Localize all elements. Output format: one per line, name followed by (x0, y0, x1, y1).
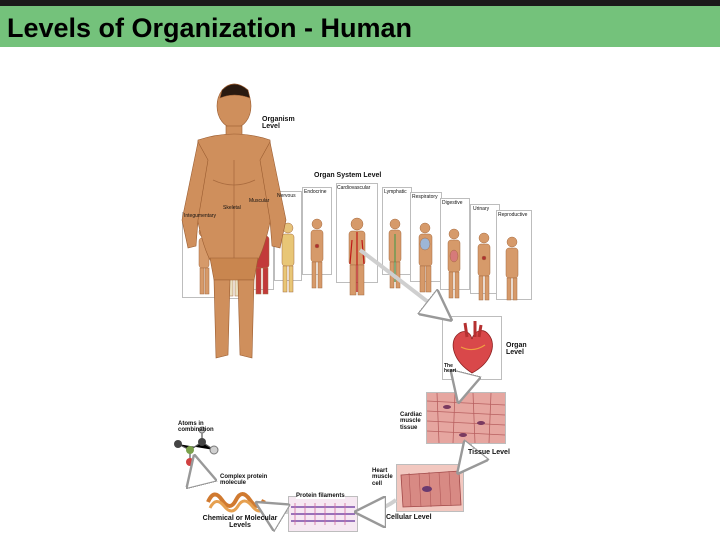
title-bar: Levels of Organization - Human (0, 0, 720, 47)
atoms-caption: Atoms in combination (178, 421, 214, 434)
figure-reproductive (505, 236, 519, 301)
cardiac-tissue-caption: Cardiac muscle tissue (400, 412, 423, 431)
figure-urinary (477, 232, 491, 301)
figure-cardiovascular (348, 217, 366, 296)
protein-filaments-illustration (289, 497, 357, 531)
slide-title: Levels of Organization - Human (7, 13, 413, 43)
cell-panel (396, 464, 464, 512)
organ-level-label: Organ Level (506, 342, 527, 357)
protein-filaments-caption: Protein filaments (296, 493, 345, 500)
system-label-respiratory: Respiratory (412, 194, 438, 200)
arrow-molecule-to-atoms (196, 462, 210, 480)
organ-system-level-label: Organ System Level (314, 172, 382, 179)
system-label-nervous: Nervous (277, 193, 296, 199)
system-label-digestive: Digestive (442, 200, 463, 206)
system-label-urinary: Urinary (473, 206, 490, 212)
figure-nervous (281, 222, 295, 293)
chemical-level-label: Chemical or Molecular Levels (202, 515, 278, 530)
tissue-level-label: Tissue Level (468, 449, 510, 456)
system-label-endocrine: Endocrine (304, 189, 327, 195)
heart-muscle-cell-caption: Heart muscle cell (372, 468, 393, 487)
cellular-level-label: Cellular Level (386, 514, 432, 521)
organism-figure (181, 83, 287, 359)
figure-endocrine (310, 218, 324, 289)
organism-level-label: Organism Level (262, 116, 295, 131)
system-label-integumentary: Integumentary (184, 213, 216, 219)
system-label-reproductive: Reproductive (498, 212, 528, 218)
complex-protein-caption: Complex protein molecule (220, 474, 268, 487)
muscle-cell-illustration (397, 465, 463, 511)
cardiac-tissue-illustration (426, 392, 506, 444)
figure-respiratory (418, 222, 433, 293)
heart-illustration (452, 321, 493, 374)
system-label-lymphatic: Lymphatic (384, 189, 407, 195)
system-label-cardiovascular: Cardiovascular (337, 185, 371, 191)
arrow-organ-to-tissue (460, 380, 472, 396)
arrow-protein-to-molecule (262, 506, 288, 512)
heart-caption: The heart (444, 363, 457, 375)
arrow-cell-to-protein (362, 500, 398, 512)
arrow-system-to-organ (358, 248, 446, 316)
arrow-tissue-to-cell (462, 444, 470, 468)
system-label-skeletal: Skeletal (223, 205, 241, 211)
tissue-panel (426, 392, 506, 444)
system-label-muscular: Muscular (249, 198, 270, 204)
